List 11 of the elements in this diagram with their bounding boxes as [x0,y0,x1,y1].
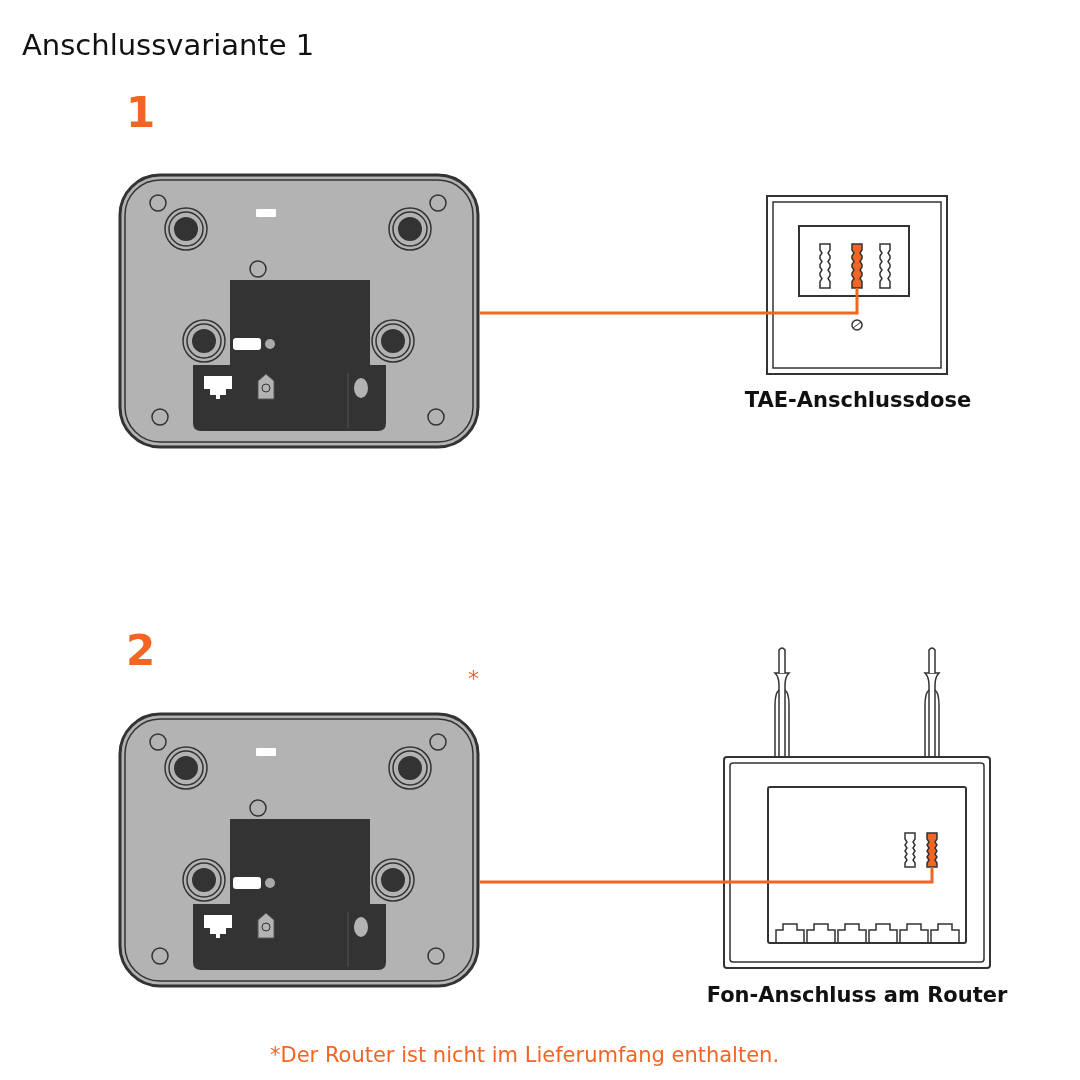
cable-line [480,880,700,884]
title: Anschlussvariante 1 [22,28,315,62]
node-caption: TAE-Anschlussdose [743,388,973,412]
base-station-drawing [118,712,480,988]
base-station-drawing [118,173,480,449]
footnote: *Der Router ist nicht im Lieferumfang enthalten. [270,1043,780,1067]
cable-line [480,311,740,315]
step-number: 2 [126,626,156,675]
footnote-mark: * [468,666,479,691]
node-caption: Fon-Anschluss am Router [705,983,1009,1007]
step-number: 1 [126,88,156,137]
